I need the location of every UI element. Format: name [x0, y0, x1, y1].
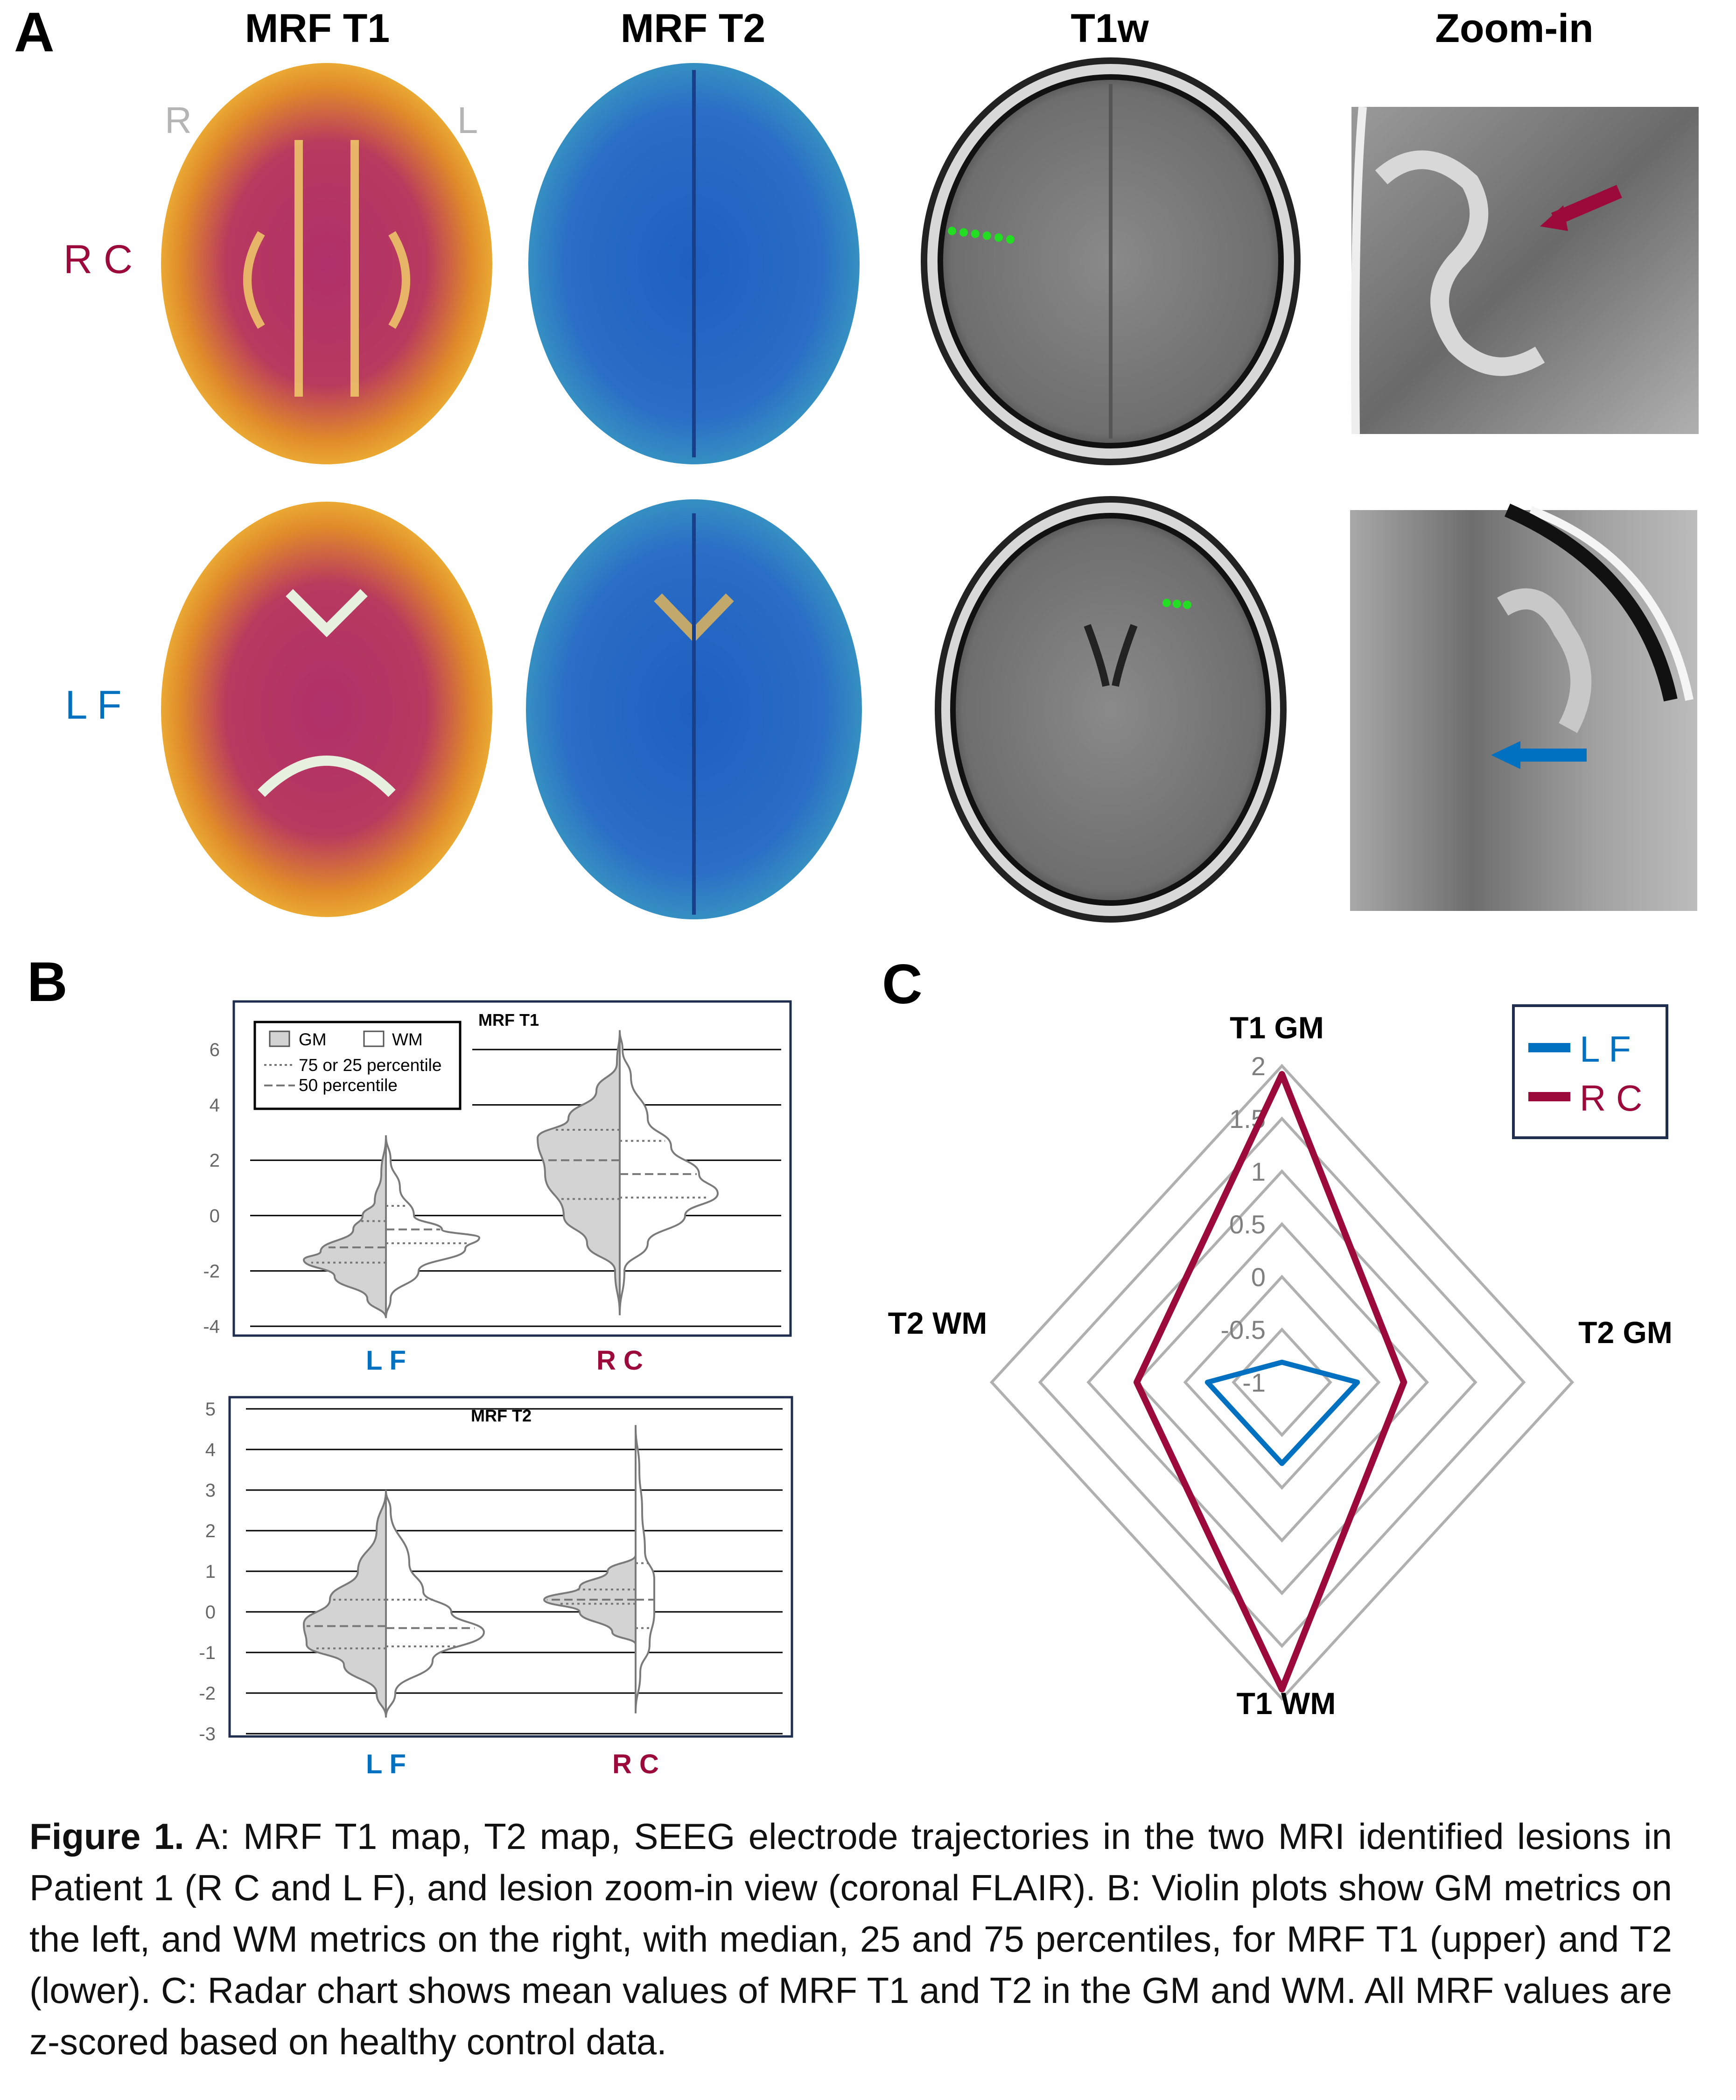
y-tick-label: 2 [205, 1521, 216, 1541]
y-tick-label: 1 [205, 1561, 216, 1582]
caption-lead: Figure 1. [29, 1816, 184, 1857]
column-heading-mrf-t2: MRF T2 [621, 6, 766, 51]
violin-wm-lf [385, 1135, 481, 1318]
radar-legend: L F R C [1512, 1004, 1668, 1139]
radar-tick-label: 1 [1251, 1157, 1266, 1186]
mrf-t1-image-rc [161, 63, 492, 464]
legend-gm-label: GM [299, 1030, 327, 1049]
violin-wm-rc [635, 1425, 656, 1714]
y-tick-label: -4 [203, 1316, 220, 1337]
mrf-t1-image-lf [161, 502, 492, 917]
legend-quartile-label: 75 or 25 percentile [299, 1056, 441, 1075]
y-tick-label: -1 [199, 1643, 216, 1663]
radar-gridline [1183, 1274, 1381, 1490]
column-heading-zoom-in: Zoom-in [1435, 6, 1593, 51]
violin-legend: GM WM 75 or 25 percentile 50 percentile [253, 1021, 462, 1110]
y-tick-label: 4 [210, 1095, 220, 1116]
panel-a-label: A [14, 1, 55, 63]
caption-text: A: MRF T1 map, T2 map, SEEG electrode tr… [29, 1816, 1672, 2062]
orientation-right-label: R [165, 99, 192, 141]
zoom-in-image-lf [1350, 504, 1697, 911]
row-label-rc: R C [63, 237, 133, 282]
t1w-image-rc [921, 57, 1301, 465]
mrf-t2-image-rc [528, 63, 860, 464]
plot-frame [228, 1396, 793, 1738]
radar-gridline [1134, 1222, 1429, 1543]
radar-gridline [989, 1064, 1575, 1701]
legend-swatch-gm [269, 1030, 290, 1047]
radar-tick-label: 2 [1251, 1051, 1266, 1081]
radar-tick-label: -0.5 [1221, 1315, 1266, 1344]
electrode-trajectory-rc [948, 227, 1015, 244]
column-heading-mrf-t1: MRF T1 [245, 6, 390, 51]
violin-gm-rc [536, 1030, 621, 1316]
legend-median-label: 50 percentile [299, 1076, 398, 1095]
y-tick-label: -2 [203, 1261, 220, 1281]
radar-tick-label: 0.5 [1229, 1210, 1266, 1239]
figure-caption: Figure 1. A: MRF T1 map, T2 map, SEEG el… [29, 1811, 1672, 2067]
radar-gridline [1086, 1169, 1477, 1596]
y-tick-label: -2 [199, 1683, 216, 1704]
category-label: L F [366, 1345, 406, 1376]
zoom-in-image-rc [1351, 106, 1699, 434]
y-tick-label: 5 [205, 1399, 216, 1420]
radar-axis-label: T2 WM [888, 1306, 987, 1340]
radar-axis-label: T2 GM [1578, 1315, 1673, 1350]
category-label: L F [366, 1749, 406, 1779]
violin-gm-lf [302, 1135, 387, 1318]
y-tick-label: 2 [210, 1150, 220, 1171]
mrf-t2-image-lf [526, 499, 862, 919]
legend-swatch-wm [363, 1030, 385, 1047]
t1w-image-lf [935, 496, 1287, 923]
plot-title: MRF T1 [478, 1010, 539, 1029]
category-label: R C [596, 1345, 643, 1376]
y-tick-label: 6 [210, 1040, 220, 1060]
y-tick-label: -3 [199, 1724, 216, 1744]
radar-axis-label: T1 GM [1230, 1010, 1324, 1045]
y-tick-label: 0 [210, 1206, 220, 1226]
column-heading-t1w: T1w [1071, 6, 1149, 51]
lesion-arrow-lf [1517, 749, 1587, 762]
legend-lf-label: L F [1580, 1029, 1631, 1070]
electrode-trajectory-lf [1162, 599, 1191, 609]
category-label: R C [612, 1749, 659, 1779]
radar-gridline [1232, 1327, 1332, 1437]
legend-wm-label: WM [392, 1030, 423, 1049]
radar-series-rc [1134, 1071, 1407, 1693]
radar-axis-label: T1 WM [1237, 1686, 1336, 1721]
y-tick-label: 4 [205, 1440, 216, 1460]
legend-rc-label: R C [1580, 1078, 1642, 1119]
orientation-left-label: L [457, 99, 478, 141]
y-tick-label: 3 [205, 1480, 216, 1501]
radar-gridline [1038, 1116, 1526, 1648]
violin-gm-lf [302, 1490, 387, 1718]
violin-wm-rc [619, 1030, 719, 1316]
plot-title: MRF T2 [471, 1406, 532, 1425]
panel-c-label: C [882, 953, 923, 1015]
violin-wm-lf [385, 1490, 485, 1718]
y-tick-label: 0 [205, 1602, 216, 1623]
row-label-lf: L F [65, 683, 121, 728]
panel-b-label: B [27, 951, 68, 1013]
radar-series-lf [1204, 1359, 1360, 1466]
violin-plot-mrf-t2: 5 4 3 2 1 0 -1 -2 -3 MRF T2 L F R C [199, 1396, 793, 1779]
radar-tick-label: 0 [1251, 1262, 1266, 1292]
